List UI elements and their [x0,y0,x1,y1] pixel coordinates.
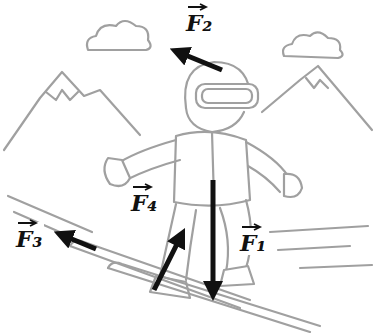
vector-label: F₁ [238,226,268,255]
vector-label: F₄ [129,186,159,215]
force-label: F₁ [238,226,268,255]
vector-arrow [17,219,39,227]
vector-label: F₃ [14,222,44,251]
force-label: F₂ [184,6,214,35]
force-arrow [178,52,222,70]
vector-arrow [187,3,209,11]
vector-arrow [241,223,263,231]
vector-arrow [132,183,154,191]
force-arrow [154,236,181,290]
force-arrow [62,235,96,249]
force-arrow [211,180,216,292]
force-label: F₄ [129,186,159,215]
vector-label: F₂ [184,6,214,35]
force-label: F₃ [14,222,44,251]
